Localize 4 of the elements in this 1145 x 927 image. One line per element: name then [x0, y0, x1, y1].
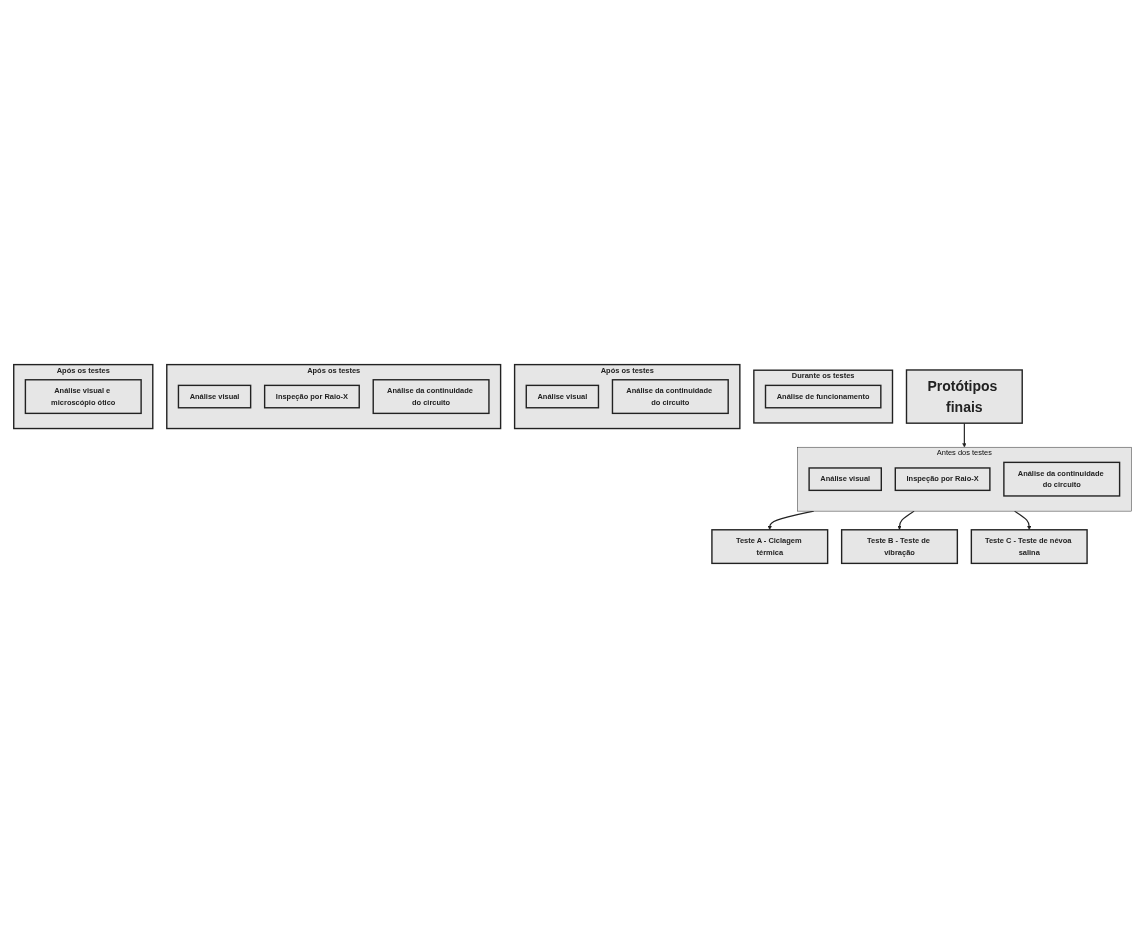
arrow [962, 422, 967, 447]
node-box: Protótipos finais [905, 368, 1023, 424]
arrow [1013, 510, 1032, 530]
arrow [897, 510, 915, 530]
